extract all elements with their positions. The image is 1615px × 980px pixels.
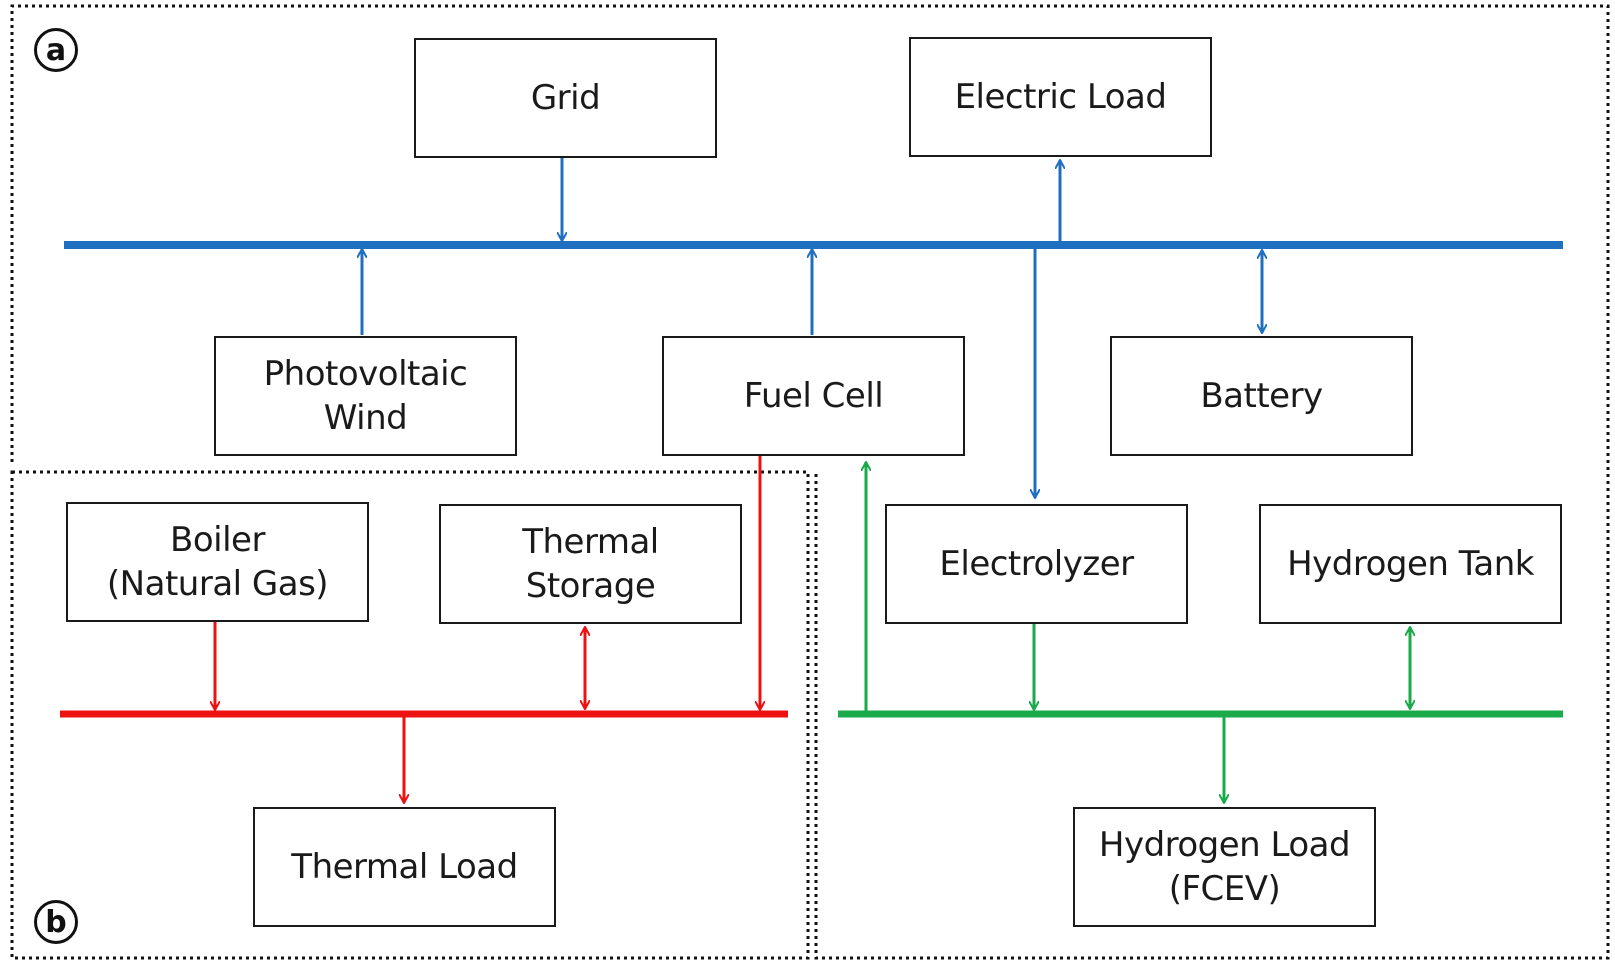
panel-label-b: b — [34, 900, 78, 944]
hydrogen-tank-box: Hydrogen Tank — [1259, 504, 1562, 624]
hydrogen-load-box: Hydrogen Load (FCEV) — [1073, 807, 1376, 927]
fuel-cell-box: Fuel Cell — [662, 336, 965, 456]
thermal-load-box: Thermal Load — [253, 807, 556, 927]
panel-a-outline — [10, 4, 1610, 960]
hydrogen-load-label-line2: (FCEV) — [1168, 869, 1281, 909]
electric-load-label: Electric Load — [954, 77, 1167, 117]
grid-label: Grid — [530, 78, 601, 118]
thermal-storage-label-line1: Thermal — [522, 522, 659, 562]
electrolyzer-box: Electrolyzer — [885, 504, 1188, 624]
panel-label-a: a — [34, 28, 78, 72]
thermal-storage-box: Thermal Storage — [439, 504, 742, 624]
electric-load-box: Electric Load — [909, 37, 1212, 157]
pv-label-line2: Wind — [323, 398, 408, 438]
grid-box: Grid — [414, 38, 717, 158]
fuel-cell-label: Fuel Cell — [743, 376, 884, 416]
hydrogen-tank-label: Hydrogen Tank — [1287, 544, 1534, 584]
thermal-storage-label-line2: Storage — [525, 566, 656, 606]
thermal-load-label: Thermal Load — [291, 847, 518, 887]
battery-box: Battery — [1110, 336, 1413, 456]
boiler-label-line2: (Natural Gas) — [106, 564, 329, 604]
battery-label: Battery — [1200, 376, 1323, 416]
hydrogen-load-label-line1: Hydrogen Load — [1098, 825, 1351, 865]
pv-label-line1: Photovoltaic — [263, 354, 468, 394]
electrolyzer-label: Electrolyzer — [939, 544, 1134, 584]
boiler-label-line1: Boiler — [170, 520, 265, 560]
pv-wind-box: Photovoltaic Wind — [214, 336, 517, 456]
boiler-box: Boiler (Natural Gas) — [66, 502, 369, 622]
panel-b-outline — [10, 470, 810, 960]
